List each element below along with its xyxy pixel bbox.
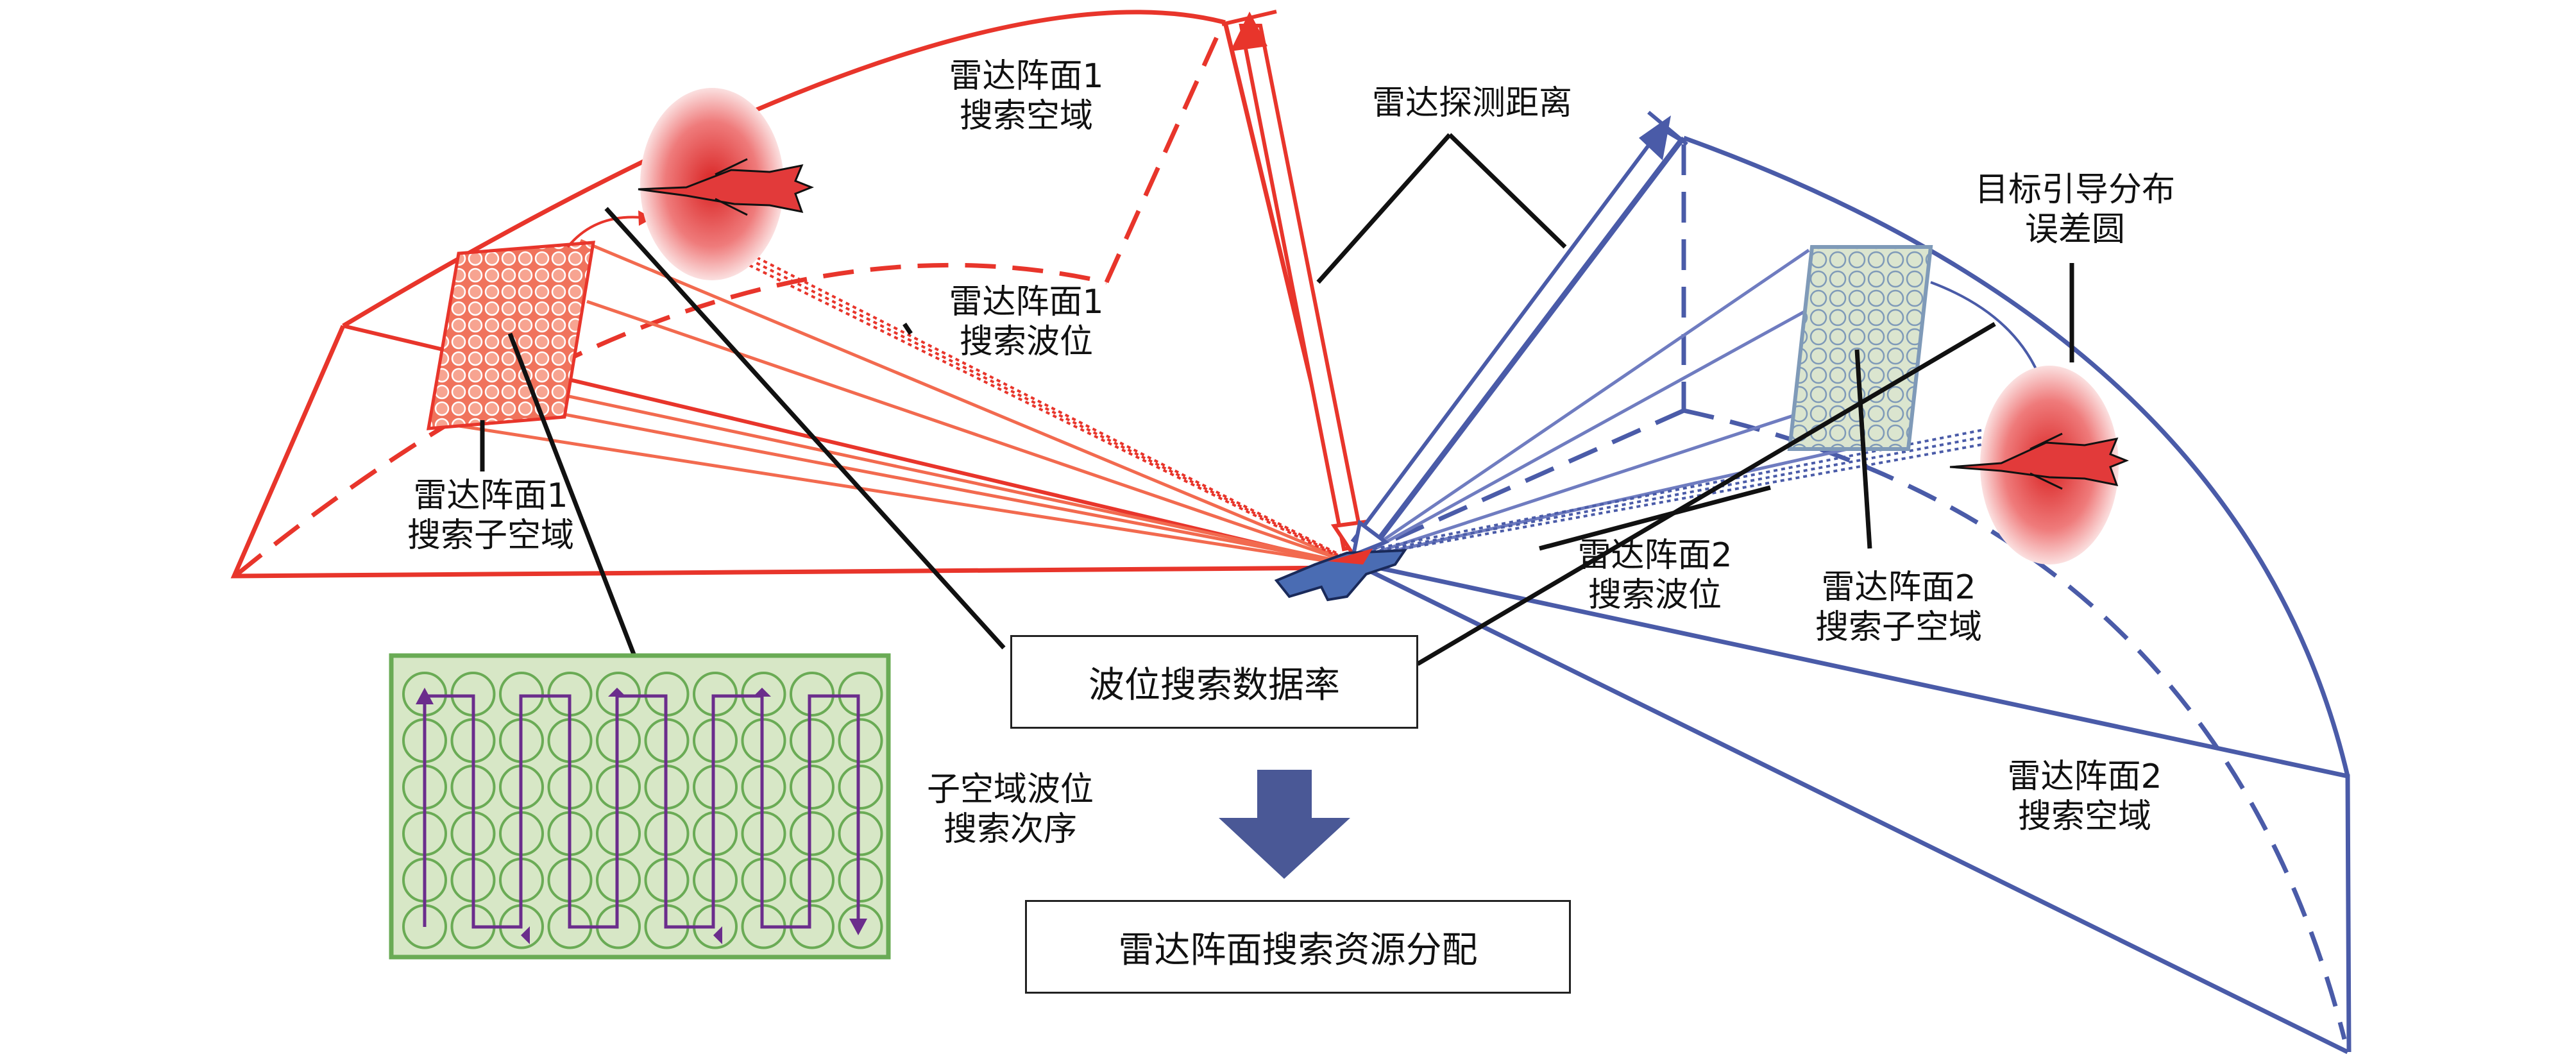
label-detection-range: 雷达探测距离 bbox=[1371, 84, 1572, 123]
platform-aircraft bbox=[1274, 548, 1407, 602]
label-target-error-circle: 目标引导分布 误差圆 bbox=[1974, 171, 2175, 249]
radar2-bottom-edge bbox=[1362, 565, 2349, 1055]
order-arrow-mid-4 bbox=[753, 688, 771, 697]
label-subspace-order: 子空域波位 搜索次序 bbox=[926, 770, 1094, 849]
label-radar1-beam: 雷达阵面1 搜索波位 bbox=[949, 283, 1104, 361]
leader-range-2 bbox=[1448, 133, 1567, 249]
radar2-target-aircraft bbox=[1949, 432, 2130, 490]
radar2-subspace-panel bbox=[1787, 245, 1933, 451]
order-arrow-mid-3 bbox=[713, 926, 722, 944]
beam-order-grid bbox=[389, 653, 891, 960]
radar1-target-beams-dotted bbox=[660, 207, 1344, 561]
leader-data-rate-1 bbox=[604, 207, 1006, 650]
radar1-top-edge-dashed bbox=[1104, 24, 1224, 284]
radar2-face-dashed bbox=[1365, 408, 1685, 554]
radar2-side-lower bbox=[1362, 562, 2351, 1053]
leader-data-rate-2 bbox=[1416, 321, 1996, 666]
order-arrow-start bbox=[416, 688, 434, 704]
grid-beam-cell bbox=[693, 765, 738, 810]
radar2-inner-arc-dashed bbox=[1683, 408, 2347, 1040]
label-radar2-airspace: 雷达阵面2 搜索空域 bbox=[2007, 758, 2162, 836]
leader-lines bbox=[480, 133, 2074, 666]
radar1-target-aircraft bbox=[638, 158, 815, 216]
leader-range-1 bbox=[1316, 133, 1452, 284]
grid-beam-cell bbox=[693, 811, 738, 856]
grid-beam-cell bbox=[790, 765, 835, 810]
leader-radar2-beam bbox=[1539, 485, 1771, 551]
grid-beam-cell bbox=[838, 811, 883, 856]
label-radar1-airspace: 雷达阵面1 搜索空域 bbox=[949, 57, 1104, 135]
radar2-beams bbox=[1365, 248, 1848, 559]
label-radar1-subspace: 雷达阵面1 搜索子空域 bbox=[407, 477, 574, 555]
order-arrow-end bbox=[849, 919, 867, 935]
radar2-range-arrow bbox=[1350, 110, 1688, 558]
radar1-retarget-arrow bbox=[566, 216, 648, 248]
grid-beam-cell bbox=[790, 858, 835, 903]
grid-beam-cell bbox=[838, 904, 883, 949]
label-radar2-subspace: 雷达阵面2 搜索子空域 bbox=[1815, 568, 1982, 647]
radar1-beams bbox=[442, 239, 1341, 565]
grid-beam-cell bbox=[838, 765, 883, 810]
grid-beam-cell bbox=[790, 718, 835, 763]
box-resource-allocation: 雷达阵面搜索资源分配 bbox=[1025, 900, 1571, 994]
flow-down-arrow bbox=[1219, 770, 1350, 879]
radar1-inner-arc-dashed bbox=[235, 262, 1107, 576]
grid-beam-cell bbox=[838, 858, 883, 903]
radar1-side-left bbox=[230, 325, 1348, 579]
grid-beam-cell bbox=[693, 718, 738, 763]
grid-beam-cell bbox=[693, 858, 738, 903]
grid-beam-cell bbox=[790, 672, 835, 717]
leader-order-grid bbox=[507, 332, 638, 659]
leader-radar1-beam bbox=[902, 323, 913, 335]
search-order-path bbox=[423, 694, 860, 929]
label-radar2-beam: 雷达阵面2 搜索波位 bbox=[1577, 536, 1733, 615]
radar1-outer-arc bbox=[342, 10, 1226, 328]
grid-beam-cell bbox=[693, 672, 738, 717]
order-arrow-mid-1 bbox=[521, 926, 530, 944]
leader-radar2-subspace bbox=[1854, 349, 1872, 549]
radar2-outer-arc bbox=[1682, 135, 2350, 777]
box-beam-data-rate: 波位搜索数据率 bbox=[1010, 635, 1418, 729]
grid-beam-cell bbox=[838, 718, 883, 763]
order-arrow-mid-2 bbox=[608, 688, 626, 697]
grid-beam-cell bbox=[838, 672, 883, 717]
grid-beam-cell bbox=[790, 811, 835, 856]
